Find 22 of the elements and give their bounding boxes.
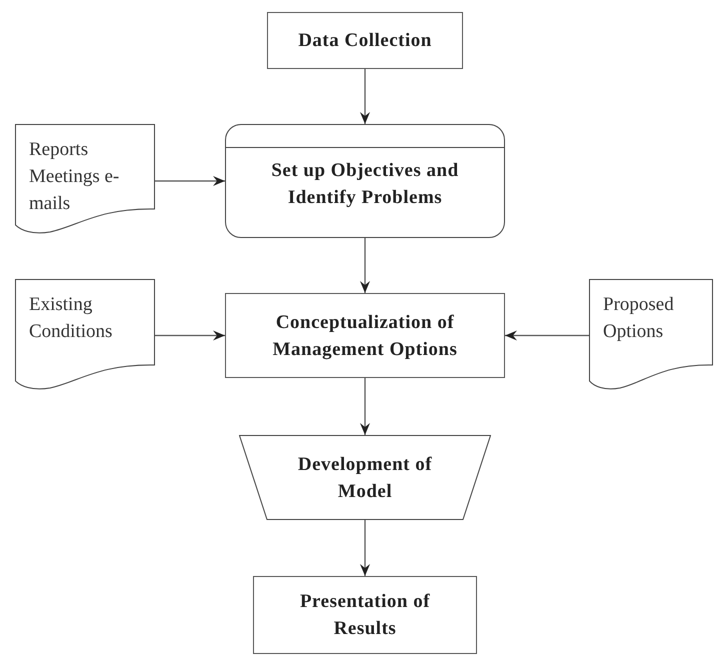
node-label: Development of Model: [296, 452, 434, 504]
process-box: [253, 576, 477, 654]
arrow: [360, 378, 370, 435]
node-label: Proposed Options: [603, 293, 675, 344]
arrow: [360, 520, 370, 576]
document-shape: [15, 124, 155, 234]
node-label: Existing Conditions: [29, 293, 114, 344]
arrow: [360, 238, 370, 293]
arrow: [360, 69, 370, 124]
document-shape: [589, 279, 713, 390]
document-shape: [15, 279, 155, 390]
process-box: [267, 12, 463, 69]
node-label: Presentation of Results: [298, 590, 432, 641]
process-box: [225, 293, 505, 378]
arrow: [155, 330, 225, 340]
node-label: Reports Meetings e-mails: [29, 138, 120, 216]
arrow: [505, 330, 589, 340]
node-label: Set up Objectives and Identify Problems: [270, 159, 460, 210]
node-label: Data Collection: [297, 29, 433, 53]
arrow: [155, 176, 225, 186]
rounded-process-box: [225, 124, 505, 238]
node-label: Conceptualization of Management Options: [272, 310, 458, 362]
